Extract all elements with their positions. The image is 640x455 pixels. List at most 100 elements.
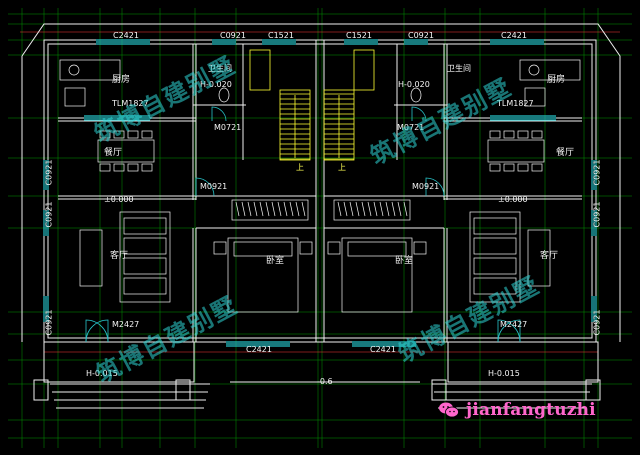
- wardrobe-hanger: [343, 201, 348, 217]
- tv-cabinet: [527, 229, 551, 287]
- wardrobe: [333, 199, 411, 221]
- ground-level-label: -0.6: [317, 377, 333, 386]
- brand-text: jianfangtuzhi: [466, 400, 596, 420]
- window-c2421-top-left: C2421: [113, 31, 139, 40]
- wardrobe-hanger: [397, 201, 402, 217]
- door-swing: [211, 106, 227, 122]
- wardrobe-hanger: [295, 201, 300, 217]
- walls: [21, 23, 621, 409]
- eave-outline: [21, 23, 621, 342]
- wardrobe-hanger: [355, 201, 360, 217]
- pillow: [347, 241, 407, 257]
- nightstand: [327, 241, 341, 255]
- wardrobe-hanger: [277, 201, 282, 217]
- dining-table: [97, 139, 155, 163]
- porch-right: [447, 341, 599, 383]
- windows: [43, 39, 597, 347]
- window-c0921-side3-right: C0921: [592, 309, 602, 336]
- sofa-cushion: [123, 257, 167, 275]
- pillow: [233, 241, 293, 257]
- stair-run: [323, 89, 355, 161]
- room-kitchen-left: 厨房: [112, 75, 131, 85]
- dining-table: [487, 139, 545, 163]
- chair: [99, 163, 111, 172]
- window-c0921-side3-left: C0921: [44, 309, 54, 336]
- bed: [341, 237, 413, 313]
- wardrobe-hanger: [385, 201, 390, 217]
- wardrobe-hanger: [283, 201, 288, 217]
- wardrobe-hanger: [403, 201, 408, 217]
- chair: [531, 130, 543, 139]
- level-bath-left: H-0.020: [200, 80, 232, 89]
- door-m0921-right: M0921: [412, 182, 440, 191]
- room-living-left: 客厅: [110, 251, 129, 261]
- wardrobe-hanger: [361, 201, 366, 217]
- window-c1521-right: C1521: [346, 31, 372, 40]
- wardrobe-hanger: [337, 201, 342, 217]
- chair: [141, 130, 153, 139]
- door-m2427-right: M2427: [500, 320, 528, 329]
- room-bedroom-right: 卧室: [395, 256, 414, 266]
- door-swing: [411, 106, 427, 122]
- room-dining-right: 餐厅: [556, 148, 575, 158]
- column-base: [585, 379, 601, 401]
- stove: [528, 64, 540, 76]
- brand-badge: jianfangtuzhi: [438, 397, 628, 423]
- column-base: [33, 379, 49, 401]
- level-living-right: ±0.000: [498, 195, 528, 204]
- chair: [517, 130, 529, 139]
- wardrobe-hanger: [349, 201, 354, 217]
- window-c2421-bottom-right: C2421: [370, 345, 396, 354]
- wardrobe-hanger: [265, 201, 270, 217]
- sofa: [119, 211, 171, 303]
- nightstand: [299, 241, 313, 255]
- fridge: [64, 87, 86, 107]
- tv-cabinet: [79, 229, 103, 287]
- stair-landing: [249, 49, 271, 91]
- sofa-cushion: [473, 217, 517, 235]
- staircases: [249, 49, 375, 161]
- chair: [503, 163, 515, 172]
- sofa-cushion: [473, 277, 517, 295]
- chair: [113, 163, 125, 172]
- level-porch-right: H-0.015: [488, 369, 520, 378]
- window-c0921-top-right: C0921: [408, 31, 434, 40]
- sofa-cushion: [123, 237, 167, 255]
- wardrobe-hanger: [253, 201, 258, 217]
- door-tlm1827-right: TLM1827: [497, 99, 534, 108]
- wardrobe-hanger: [301, 201, 306, 217]
- nightstand: [213, 241, 227, 255]
- room-dining-left: 餐厅: [104, 148, 123, 158]
- window-c0921-side2-right: C0921: [592, 201, 602, 228]
- window-c0921-side1-left: C0921: [44, 159, 54, 186]
- wardrobe-hanger: [235, 201, 240, 217]
- wardrobe-hanger: [379, 201, 384, 217]
- column-base: [431, 379, 447, 401]
- door-m2427-left: M2427: [112, 320, 140, 329]
- wardrobe-hanger: [391, 201, 396, 217]
- room-bedroom-left: 卧室: [266, 256, 285, 266]
- door-tlm1827-left: TLM1827: [112, 99, 149, 108]
- chair: [489, 163, 501, 172]
- sofa-cushion: [123, 277, 167, 295]
- level-bath-right: H-0.020: [398, 80, 430, 89]
- wardrobe-hanger: [271, 201, 276, 217]
- window-c0921-top-left: C0921: [220, 31, 246, 40]
- chair: [99, 130, 111, 139]
- stair-landing: [353, 49, 375, 91]
- door-swing: [497, 319, 521, 343]
- door-m0721-left: M0721: [214, 123, 242, 132]
- level-porch-left: H-0.015: [86, 369, 118, 378]
- wardrobe-hanger: [289, 201, 294, 217]
- furniture: [59, 59, 581, 313]
- wechat-icon: [438, 401, 460, 419]
- door-swing: [85, 319, 109, 343]
- door-swing: [425, 177, 445, 197]
- chair: [489, 130, 501, 139]
- window-c0921-side2-left: C0921: [44, 201, 54, 228]
- chair: [141, 163, 153, 172]
- stair-run: [279, 89, 311, 161]
- sofa-cushion: [473, 257, 517, 275]
- doors: [85, 106, 521, 343]
